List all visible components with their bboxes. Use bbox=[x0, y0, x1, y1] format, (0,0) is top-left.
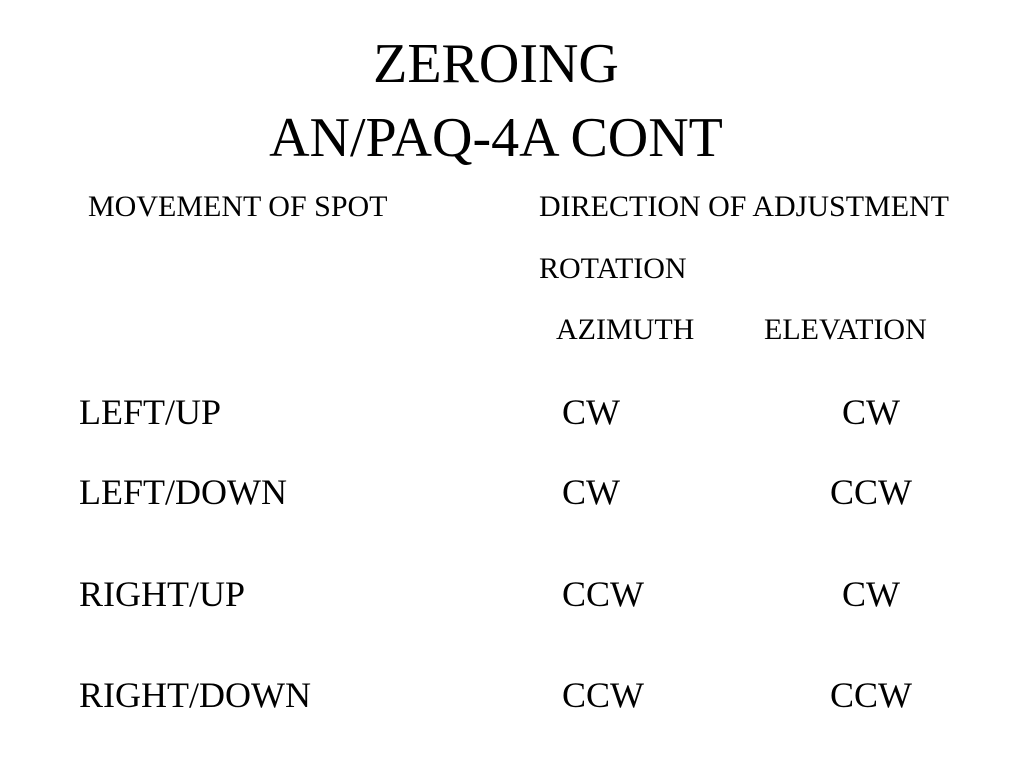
row-azimuth-rotation: CCW bbox=[562, 574, 645, 614]
header-direction-of-adjustment: DIRECTION OF ADJUSTMENT bbox=[539, 190, 950, 223]
row-elevation-rotation: CW bbox=[842, 392, 900, 432]
row-azimuth-rotation: CW bbox=[562, 392, 620, 432]
header-movement-of-spot: MOVEMENT OF SPOT bbox=[88, 190, 388, 223]
header-azimuth: AZIMUTH bbox=[556, 313, 695, 346]
row-spot-movement: RIGHT/DOWN bbox=[79, 675, 311, 715]
row-spot-movement: LEFT/DOWN bbox=[79, 472, 287, 512]
header-rotation: ROTATION bbox=[539, 252, 687, 285]
row-azimuth-rotation: CW bbox=[562, 472, 620, 512]
header-elevation: ELEVATION bbox=[764, 313, 927, 346]
row-spot-movement: RIGHT/UP bbox=[79, 574, 246, 614]
row-elevation-rotation: CCW bbox=[829, 472, 912, 512]
row-elevation-rotation: CW bbox=[842, 574, 900, 614]
row-elevation-rotation: CCW bbox=[829, 675, 912, 715]
row-azimuth-rotation: CCW bbox=[562, 675, 645, 715]
row-spot-movement: LEFT/UP bbox=[79, 392, 222, 432]
slide-title-line-1: ZEROING bbox=[373, 33, 619, 95]
slide-title-line-2: AN/PAQ-4A CONT bbox=[269, 107, 723, 169]
